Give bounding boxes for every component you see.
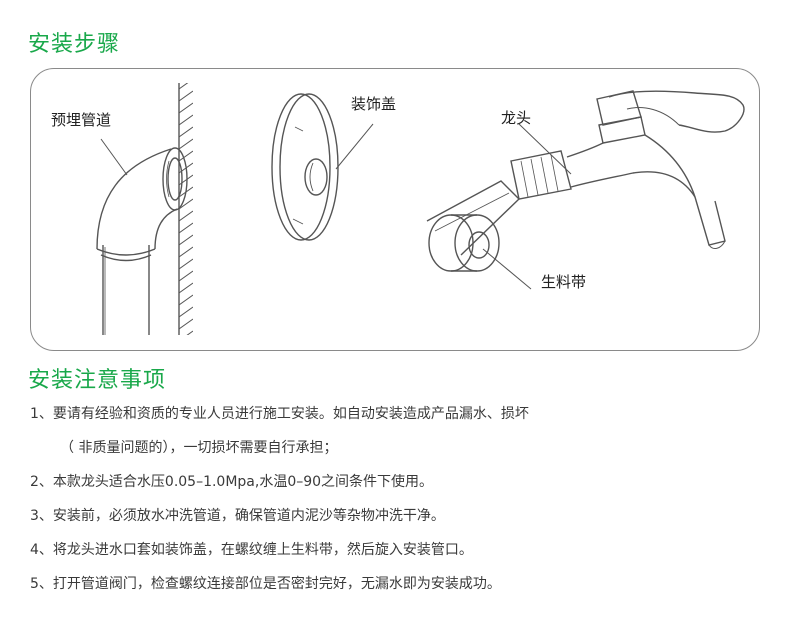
wall-illustration	[178, 83, 193, 335]
installation-steps-title: 安装步骤	[28, 32, 121, 57]
decorative-cover-label: 装饰盖	[351, 95, 397, 113]
embedded-pipe-label: 预埋管道	[51, 111, 112, 129]
installation-illustration	[96, 83, 745, 335]
installation-notes-list: 1、要请有经验和资质的专业人员进行施工安装。如自动安装造成产品漏水、损坏 （ 非…	[30, 404, 529, 608]
installation-notes-title: 安装注意事项	[28, 368, 167, 393]
embedded-pipe-illustration	[96, 138, 188, 335]
sealing-tape-illustration	[426, 180, 532, 290]
note-item-continuation: （ 非质量问题的），一切损坏需要自行承担；	[60, 440, 338, 456]
note-item: 4、将龙头进水口套如装饰盖，在螺纹缠上生料带，然后旋入安装管口。	[30, 542, 473, 558]
installation-diagram: 预埋管道 装饰盖 龙头 生料带	[30, 68, 760, 351]
note-item: 2、本款龙头适合水压0.05–1.0Mpa,水温0–90之间条件下使用。	[30, 474, 434, 490]
decorative-cover-illustration	[271, 93, 374, 241]
note-item: 5、打开管道阀门，检查螺纹连接部位是否密封完好，无漏水即为安装成功。	[30, 576, 501, 592]
faucet-illustration	[510, 90, 745, 249]
note-item: 3、安装前，必须放水冲洗管道，确保管道内泥沙等杂物冲洗干净。	[30, 508, 445, 524]
sealing-tape-label: 生料带	[541, 273, 587, 291]
note-item: 1、要请有经验和资质的专业人员进行施工安装。如自动安装造成产品漏水、损坏	[30, 406, 529, 422]
faucet-label: 龙头	[501, 109, 532, 127]
